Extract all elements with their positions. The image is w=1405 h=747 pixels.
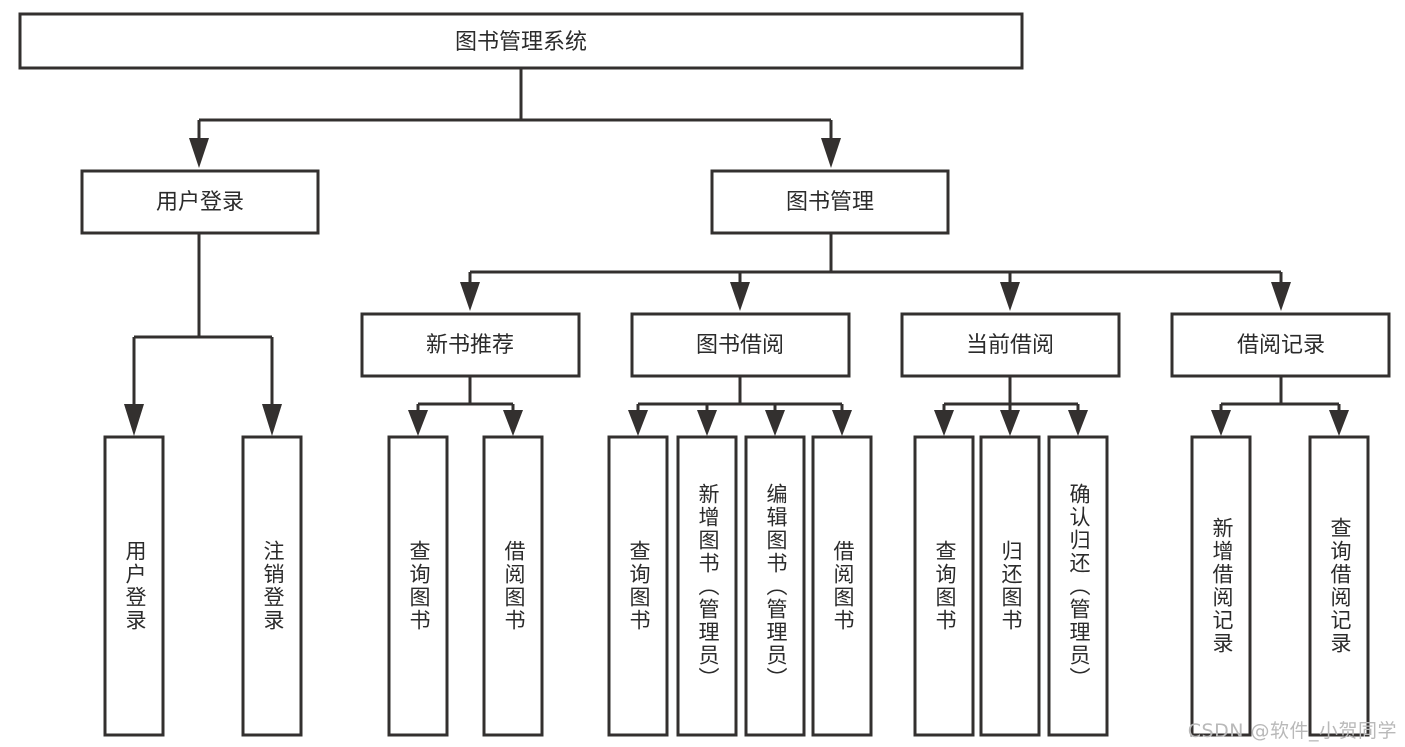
- node-user-login-label: 用户登录: [156, 190, 244, 215]
- node-book-management[interactable]: [710, 169, 950, 235]
- leaf-new-book-0[interactable]: [387, 435, 449, 737]
- arrow-head-icon: [408, 410, 428, 436]
- arrow-head-icon: [460, 282, 480, 311]
- arrow-head-icon: [730, 282, 750, 311]
- node-user-login[interactable]: [80, 169, 320, 235]
- node-new-book-recommend-label: 新书推荐: [426, 333, 514, 358]
- connector-currentborrow-to-leaves: [934, 376, 1088, 436]
- arrow-head-icon: [1000, 282, 1020, 311]
- arrow-head-icon: [1211, 410, 1231, 436]
- leaf-book-borrow-1[interactable]: [676, 435, 738, 737]
- node-book-borrow-label: 图书借阅: [696, 333, 784, 358]
- leaf-book-borrow-3[interactable]: [811, 435, 873, 737]
- leaf-user-login-1[interactable]: [241, 435, 303, 737]
- leaf-book-borrow-2[interactable]: [744, 435, 806, 737]
- arrow-head-icon: [189, 138, 209, 168]
- leaf-book-borrow-0[interactable]: [607, 435, 669, 737]
- connector-bookmgmt-to-level3: [460, 233, 1291, 311]
- arrow-head-icon: [1068, 410, 1088, 436]
- leaf-current-borrow-2[interactable]: [1047, 435, 1109, 737]
- arrow-head-icon: [124, 404, 144, 436]
- watermark: CSDN @软件_小贺同学: [1187, 720, 1397, 742]
- leaf-borrow-record-0[interactable]: [1190, 435, 1252, 737]
- connector-borrowrecord-to-leaves: [1211, 376, 1349, 436]
- arrow-head-icon: [1000, 410, 1020, 436]
- node-book-borrow[interactable]: [630, 312, 851, 378]
- leaf-new-book-1[interactable]: [482, 435, 544, 737]
- arrow-head-icon: [628, 410, 648, 436]
- node-root[interactable]: [18, 12, 1024, 70]
- arrow-head-icon: [1271, 282, 1291, 311]
- arrow-head-icon: [832, 410, 852, 436]
- node-borrow-record[interactable]: [1170, 312, 1391, 378]
- arrow-head-icon: [821, 138, 841, 168]
- arrow-head-icon: [1329, 410, 1349, 436]
- leaf-borrow-record-1[interactable]: [1308, 435, 1370, 737]
- leaf-current-borrow-1[interactable]: [979, 435, 1041, 737]
- node-new-book-recommend[interactable]: [360, 312, 581, 378]
- node-current-borrow-label: 当前借阅: [966, 333, 1054, 358]
- connector-root-to-level2: [189, 69, 841, 168]
- node-root-label: 图书管理系统: [455, 30, 587, 55]
- arrow-head-icon: [934, 410, 954, 436]
- connector-newbook-to-leaves: [408, 376, 523, 436]
- connector-userlogin-to-leaves: [124, 233, 282, 436]
- arrow-head-icon: [765, 410, 785, 436]
- node-book-management-label: 图书管理: [786, 190, 874, 215]
- arrow-head-icon: [697, 410, 717, 436]
- node-current-borrow[interactable]: [900, 312, 1121, 378]
- leaf-user-login-0[interactable]: [103, 435, 165, 737]
- arrow-head-icon: [503, 410, 523, 436]
- node-borrow-record-label: 借阅记录: [1237, 333, 1325, 358]
- connector-bookborrow-to-leaves: [628, 376, 852, 436]
- leaf-current-borrow-0[interactable]: [913, 435, 975, 737]
- arrow-head-icon: [262, 404, 282, 436]
